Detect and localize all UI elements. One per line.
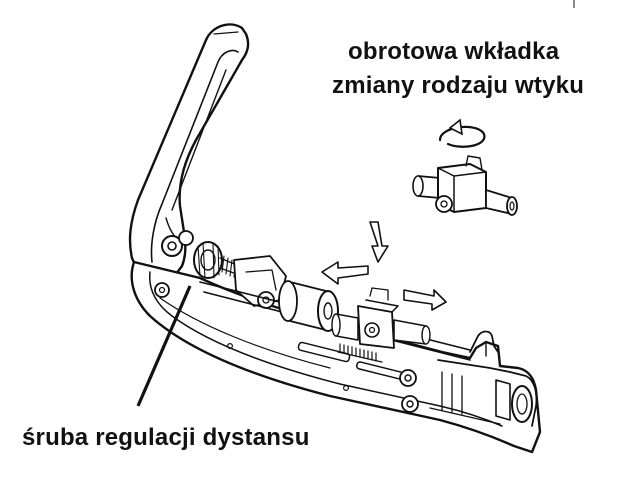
arrow-right-icon xyxy=(403,289,447,311)
screw-leader-line xyxy=(136,285,192,407)
insert-caption-line-2: zmiany rodzaju wtyku xyxy=(332,72,585,99)
tool-body xyxy=(130,260,542,454)
screw-caption: śruba regulacji dystansu xyxy=(22,424,310,451)
rotating-insert xyxy=(412,155,518,216)
tool-handle xyxy=(128,23,250,288)
arrow-left-icon xyxy=(321,261,369,285)
insert-caption-line-1: obrotowa wkładka xyxy=(348,38,560,65)
rotate-arrow-icon xyxy=(438,118,486,148)
slide-carriage xyxy=(199,280,471,361)
arrow-down-icon xyxy=(369,221,389,263)
